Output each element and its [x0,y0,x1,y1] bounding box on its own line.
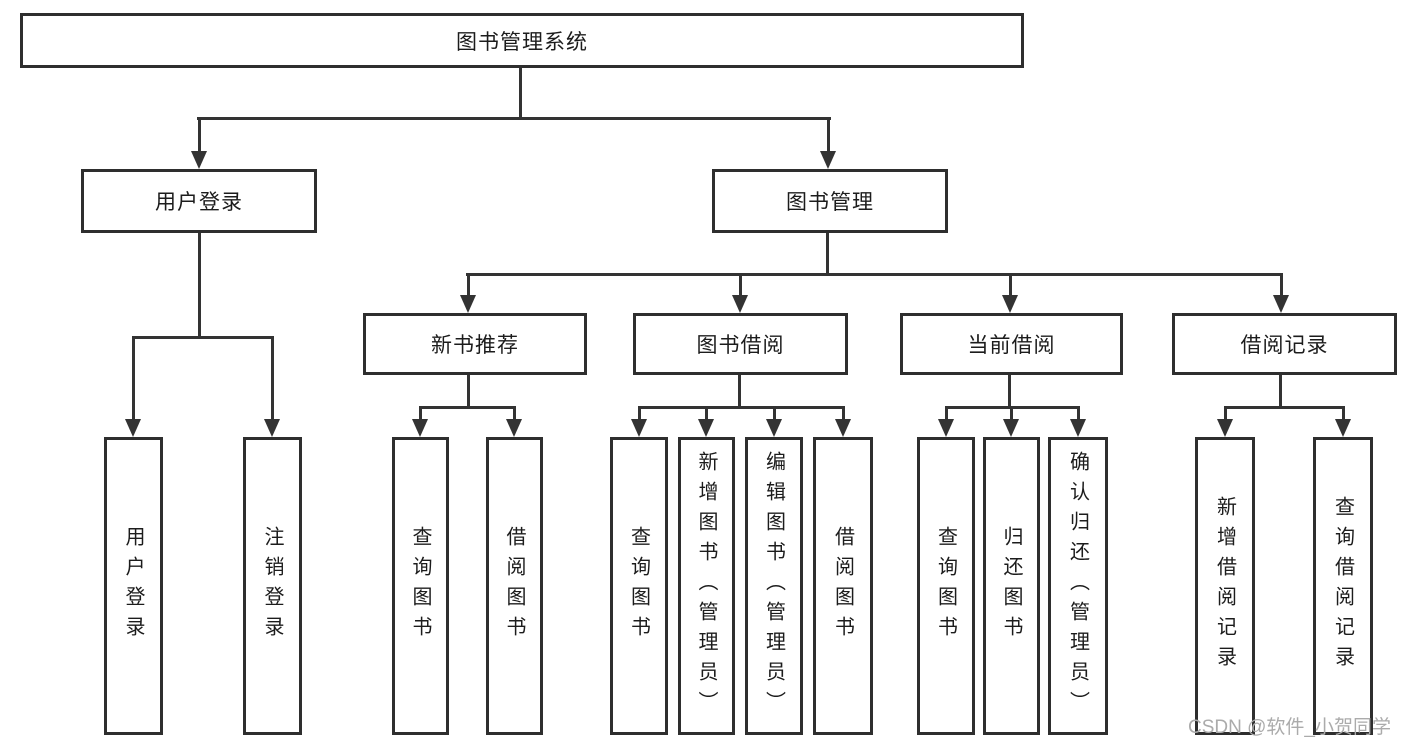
arrow-down-icon [766,406,782,437]
arrow-down-icon [1003,406,1019,437]
arrow-down-icon [1002,273,1018,313]
connector-user-login-vline [198,233,201,339]
node-logout: 注销登录 [243,437,302,735]
arrow-down-icon [835,406,851,437]
node-section-borrow-records: 借阅记录 [1172,313,1397,375]
arrow-down-icon [1217,406,1233,437]
node-edit-books-admin: 编辑图书（管理员） [745,437,803,735]
node-add-books-admin: 新增图书（管理员） [678,437,735,735]
arrow-down-icon [820,117,836,169]
node-section-book-borrow-label: 图书借阅 [696,334,785,357]
connector-book-borrow-vline [738,375,741,409]
node-query-books: 查询图书 [917,437,975,735]
node-borrow-books: 借阅图书 [813,437,873,735]
node-user-login: 用户登录 [81,169,317,233]
node-section-book-borrow: 图书借阅 [633,313,848,375]
arrow-down-icon [1335,406,1351,437]
connector-new-books-vline [467,375,470,409]
node-book-mgmt-label: 图书管理 [786,191,874,214]
node-query-borrow-record: 查询借阅记录 [1313,437,1373,735]
node-add-books-admin-label: 新增图书（管理员） [695,451,717,721]
arrow-down-icon [938,406,954,437]
arrow-down-icon [1070,406,1086,437]
node-borrow-books: 借阅图书 [486,437,543,735]
node-query-books-label: 查询图书 [409,526,431,646]
node-borrow-books-label: 借阅图书 [503,526,525,646]
watermark: CSDN @软件_小贺同学 [1188,717,1391,738]
node-query-books-label: 查询图书 [627,526,650,646]
node-edit-books-admin-label: 编辑图书（管理员） [762,451,785,721]
connector-borrow-records-vline [1279,375,1282,409]
node-logout-label: 注销登录 [261,526,283,646]
node-return-books-label: 归还图书 [1000,526,1022,646]
node-section-current-borrow: 当前借阅 [900,313,1123,375]
arrow-down-icon [631,406,647,437]
arrow-down-icon [125,336,141,437]
arrow-down-icon [1273,273,1289,313]
connector-borrow-records-hline [1224,406,1344,409]
connector-level3-hline [466,273,1283,276]
node-section-new-books: 新书推荐 [363,313,587,375]
connector-new-books-hline [419,406,516,409]
node-query-books: 查询图书 [392,437,449,735]
node-section-borrow-records-label: 借阅记录 [1240,334,1329,357]
connector-current-borrow-vline [1008,375,1011,409]
node-root: 图书管理系统 [20,13,1024,68]
node-return-books: 归还图书 [983,437,1040,735]
node-confirm-return-admin-label: 确认归还（管理员） [1066,451,1089,721]
connector-user-login-hline [132,336,274,339]
node-root-label: 图书管理系统 [456,30,588,54]
connector-book-mgmt-vline [826,233,829,276]
node-add-borrow-record: 新增借阅记录 [1195,437,1255,735]
arrow-down-icon [460,273,476,313]
node-borrow-books-label: 借阅图书 [831,526,854,646]
node-query-books-label: 查询图书 [934,526,957,646]
arrow-down-icon [698,406,714,437]
arrow-down-icon [191,117,207,169]
node-section-new-books-label: 新书推荐 [431,334,519,357]
node-user-login-label: 用户登录 [155,191,243,214]
arrow-down-icon [506,406,522,437]
arrow-down-icon [264,336,280,437]
connector-root-vline [519,68,522,120]
arrow-down-icon [412,406,428,437]
node-confirm-return-admin: 确认归还（管理员） [1048,437,1108,735]
connector-book-borrow-hline [638,406,845,409]
node-query-borrow-record-label: 查询借阅记录 [1331,496,1354,676]
node-login: 用户登录 [104,437,163,735]
node-section-current-borrow-label: 当前借阅 [967,334,1056,357]
node-query-books: 查询图书 [610,437,668,735]
node-login-label: 用户登录 [122,526,144,646]
arrow-down-icon [732,273,748,313]
node-add-borrow-record-label: 新增借阅记录 [1213,496,1236,676]
connector-level2-hline [197,117,831,120]
node-book-mgmt: 图书管理 [712,169,948,233]
